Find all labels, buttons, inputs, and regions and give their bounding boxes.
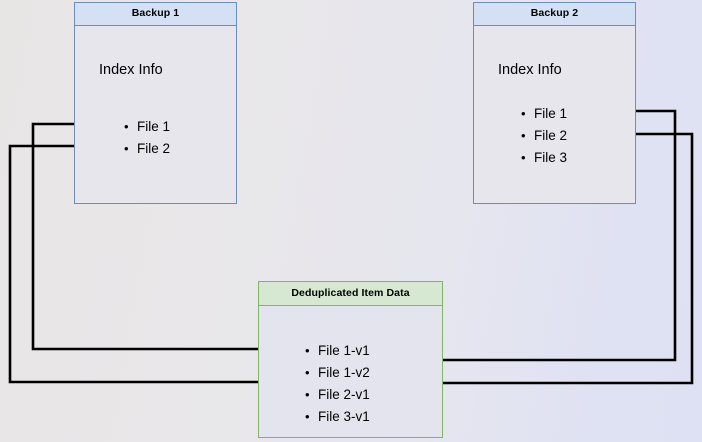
dedup-file-item-1[interactable]: File 1-v1 — [303, 340, 370, 362]
node-backup2-title: Backup 2 — [474, 3, 635, 26]
node-dedup-title: Deduplicated Item Data — [259, 282, 442, 306]
backup2-file-list: File 1 File 2 File 3 — [519, 103, 567, 169]
backup2-file-item-2[interactable]: File 2 — [519, 125, 567, 147]
dedup-file-list: File 1-v1 File 1-v2 File 2-v1 File 3-v1 — [303, 340, 370, 428]
backup2-file-item-3[interactable]: File 3 — [519, 147, 567, 169]
node-backup2[interactable]: Backup 2 Index Info File 1 File 2 File 3 — [473, 2, 636, 204]
node-deduplicated-item-data[interactable]: Deduplicated Item Data File 1-v1 File 1-… — [258, 281, 443, 438]
backup2-index-info-label: Index Info — [498, 62, 562, 78]
node-backup2-body: Index Info File 1 File 2 File 3 — [474, 26, 635, 204]
backup1-file-item-1[interactable]: File 1 — [122, 116, 170, 138]
backup1-file-list: File 1 File 2 — [122, 116, 170, 160]
backup2-file-item-1[interactable]: File 1 — [519, 103, 567, 125]
backup1-index-info-label: Index Info — [99, 62, 163, 78]
node-backup1-body: Index Info File 1 File 2 — [75, 26, 236, 204]
dedup-file-item-2[interactable]: File 1-v2 — [303, 362, 370, 384]
backup1-file-item-2[interactable]: File 2 — [122, 138, 170, 160]
node-backup1-title: Backup 1 — [75, 3, 236, 26]
dedup-file-item-3[interactable]: File 2-v1 — [303, 384, 370, 406]
node-dedup-body: File 1-v1 File 1-v2 File 2-v1 File 3-v1 — [259, 306, 442, 438]
node-backup1[interactable]: Backup 1 Index Info File 1 File 2 — [74, 2, 237, 204]
dedup-file-item-4[interactable]: File 3-v1 — [303, 406, 370, 428]
